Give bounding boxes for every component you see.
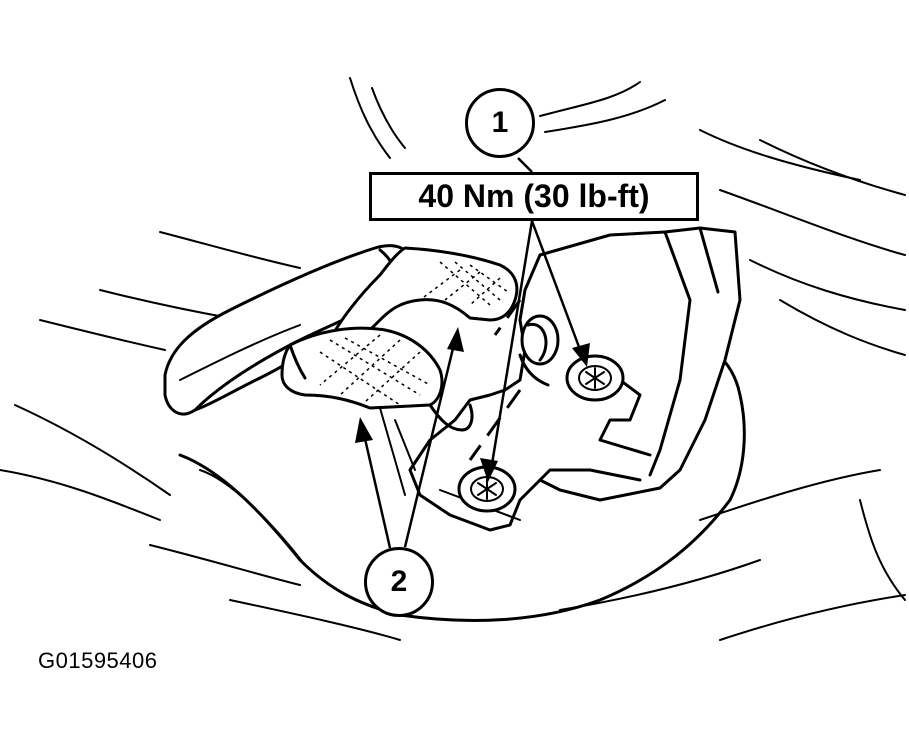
leader-lines-1 (480, 157, 590, 482)
alignment-dashes (468, 299, 522, 461)
lower-lever (280, 326, 474, 496)
handbrake-lever (163, 244, 519, 416)
callout-1: 1 (465, 88, 535, 158)
figure-id: G01595406 (38, 648, 158, 673)
floor-panel-outline (0, 77, 906, 641)
leader-lines-2 (355, 327, 464, 549)
torque-spec-label: 40 Nm (30 lb-ft) (369, 172, 699, 221)
bolt-upper (565, 354, 625, 402)
callout-2: 2 (364, 547, 434, 617)
console-recess (178, 343, 746, 622)
pivot-hinge (518, 314, 560, 387)
